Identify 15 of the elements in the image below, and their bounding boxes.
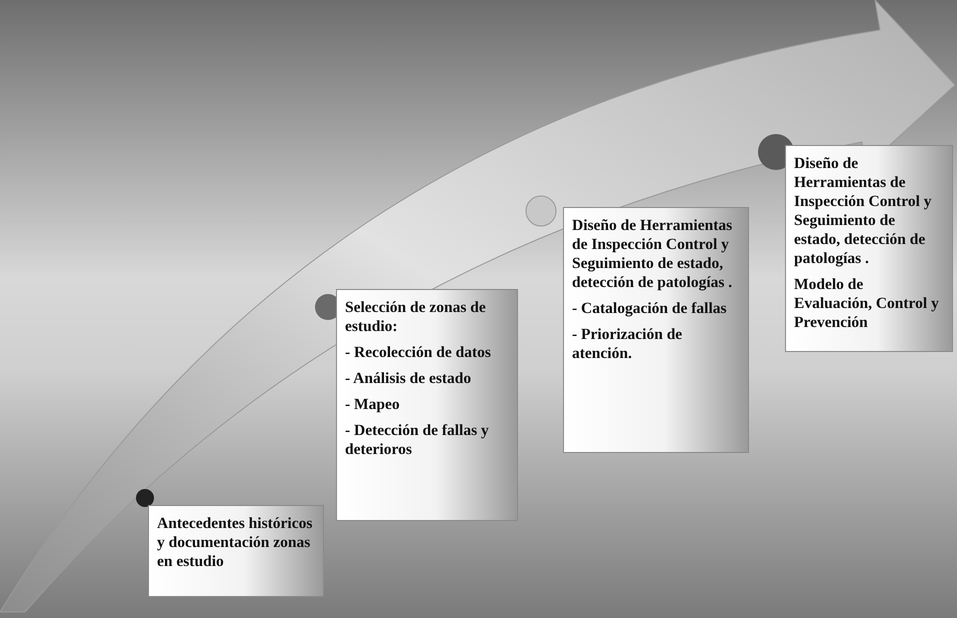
step-text: - Análisis de estado — [345, 369, 472, 388]
step-box — [563, 207, 749, 453]
step-text: Diseño de Herramientas de Inspección Control y Seguimiento de estado, detección de patologías . — [794, 154, 933, 268]
step-text: Diseño de Herramientas de Inspección Control y Seguimiento de estado, detección de patologías . — [572, 216, 734, 292]
step-text: - Detección de fallas y deterioros — [345, 421, 490, 459]
step-text: Antecedentes históricos y documentación zonas en estudio — [157, 514, 314, 571]
step-box — [336, 289, 518, 521]
step-text: Modelo de Evaluación, Control y Prevención — [794, 275, 940, 332]
step-box — [148, 505, 324, 597]
step-text: - Recolección de datos — [345, 343, 492, 362]
step-text: - Priorización de atención. — [572, 325, 684, 363]
step-box — [785, 145, 953, 352]
step-text: - Mapeo — [345, 395, 401, 414]
step-text: - Catalogación de fallas — [572, 299, 728, 318]
step-text: Selección de zonas de estudio: — [345, 298, 487, 336]
